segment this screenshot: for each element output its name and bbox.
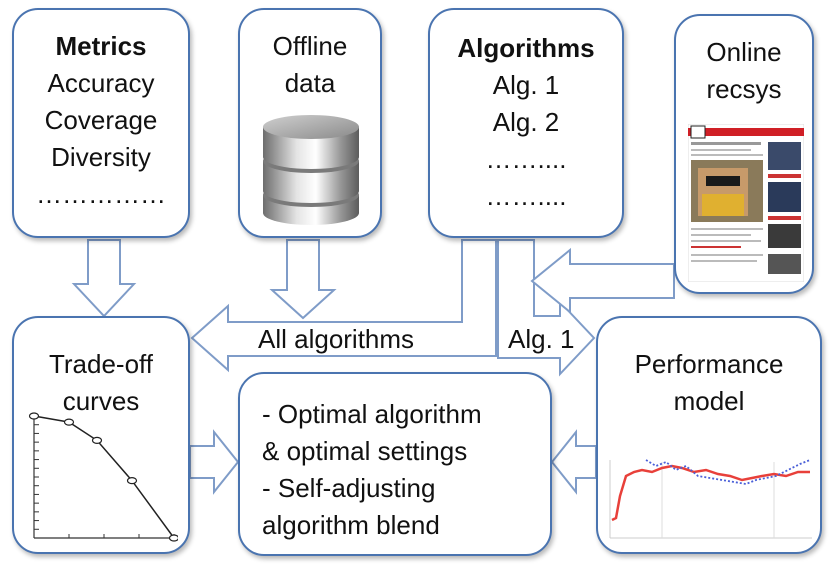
tradeoff-curves-box: Trade-off curves — [12, 316, 190, 554]
tradeoff-text: Trade-off curves — [14, 346, 188, 420]
recommendation-line: - Optimal algorithm — [262, 399, 482, 429]
curve-point — [91, 436, 103, 444]
metrics-item: Coverage — [44, 105, 158, 135]
database-icon — [263, 115, 359, 225]
webpage-screenshot — [688, 124, 804, 282]
performance-line: model — [673, 386, 745, 416]
tradeoff-curve — [33, 415, 175, 539]
curve-point — [63, 418, 75, 426]
red-series-line — [611, 464, 810, 522]
arrow-alg1 — [497, 239, 596, 377]
offline-data-box: Offline data — [238, 8, 382, 238]
arrow-performance-to-center — [550, 429, 597, 495]
metrics-item: …………… — [36, 179, 166, 209]
metrics-item: Accuracy — [47, 68, 155, 98]
curve-point — [126, 477, 138, 485]
algorithm-item: Alg. 1 — [492, 70, 560, 100]
recommendation-line: algorithm blend — [262, 510, 440, 540]
curve-point — [28, 412, 40, 420]
curve-point — [168, 534, 178, 542]
algorithms-text: Algorithms Alg. 1 Alg. 2 …….... …….... — [430, 30, 622, 215]
performance-plot — [609, 459, 812, 539]
arrow-tradeoff-to-center — [189, 429, 240, 495]
tradeoff-plot — [28, 412, 178, 542]
arrow-metrics-to-tradeoff — [71, 239, 137, 318]
algorithms-title: Algorithms — [457, 33, 595, 63]
metrics-box: Metrics Accuracy Coverage Diversity …………… — [12, 8, 190, 238]
metrics-item: Diversity — [51, 142, 151, 172]
offline-data-text: Offline data — [240, 28, 380, 102]
online-line: recsys — [706, 74, 782, 104]
metrics-text: Metrics Accuracy Coverage Diversity …………… — [14, 28, 188, 213]
arrow-all-algorithms — [190, 239, 497, 373]
performance-text: Performance model — [598, 346, 820, 420]
recommendation-box: - Optimal algorithm & optimal settings -… — [238, 372, 552, 556]
offline-line: data — [284, 68, 336, 98]
algorithm-item: Alg. 2 — [492, 107, 560, 137]
tradeoff-line: curves — [62, 386, 140, 416]
all-algorithms-label: All algorithms — [258, 324, 415, 354]
algorithms-box: Algorithms Alg. 1 Alg. 2 …….... …….... — [428, 8, 624, 238]
arrow-offline-down — [269, 239, 337, 320]
performance-model-box: Performance model — [596, 316, 822, 554]
recommendation-text: - Optimal algorithm & optimal settings -… — [262, 396, 482, 544]
recommendation-line: - Self-adjusting — [262, 473, 436, 503]
offline-line: Offline — [272, 31, 348, 61]
algorithm-item: …….... — [485, 144, 567, 174]
performance-line: Performance — [634, 349, 784, 379]
metrics-title: Metrics — [55, 31, 147, 61]
arrow-online-to-algorithms — [530, 247, 675, 315]
tradeoff-line: Trade-off — [48, 349, 154, 379]
recommendation-line: & optimal settings — [262, 436, 468, 466]
blue-series-line — [645, 459, 811, 485]
online-line: Online — [706, 37, 782, 67]
alg1-label: Alg. 1 — [508, 324, 575, 354]
online-recsys-box: Online recsys — [674, 14, 814, 294]
algorithm-item: …….... — [485, 181, 567, 211]
online-recsys-text: Online recsys — [676, 34, 812, 108]
